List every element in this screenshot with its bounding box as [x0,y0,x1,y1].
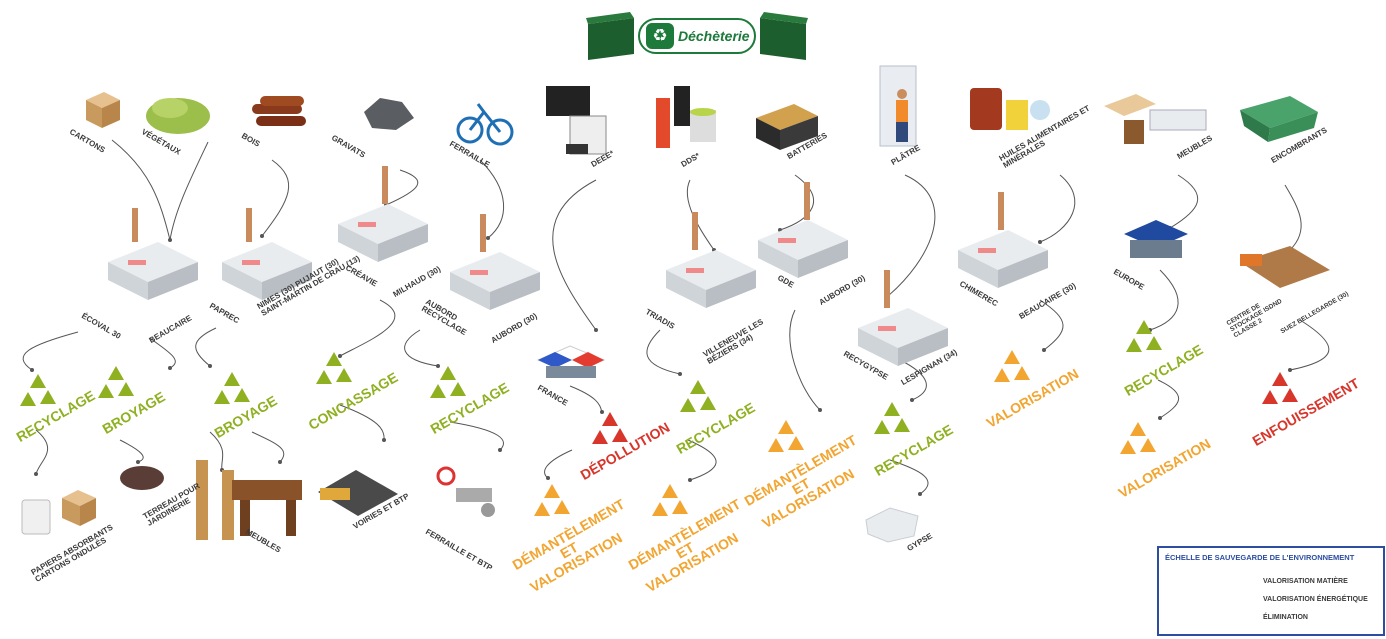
platre-icon [879,65,917,147]
meubles-icon [1104,94,1207,144]
dechetterie-logo-icon: ♻ [646,23,674,49]
huiles-icon [970,88,1050,130]
connector [1289,319,1330,371]
connector [385,169,419,206]
connector [119,439,144,463]
connector [35,429,49,475]
recycle-icon [98,366,134,398]
factory-icon [450,214,540,310]
encombrants-icon [1240,96,1318,142]
recycle-icon [592,412,628,444]
connector [889,459,929,495]
legend-item-matiere: VALORISATION MATIÈRE [1263,578,1348,585]
recycle-icon [214,372,250,404]
container-right-icon [760,12,808,60]
gypse-icon [865,507,919,543]
legend-item-energetique: VALORISATION ÉNERGÉTIQUE [1263,596,1368,603]
voiries-icon [318,470,398,516]
recycle-icon [874,402,910,434]
connector [544,449,573,479]
connector [339,299,396,357]
header-title: Déchèterie [678,28,750,44]
recycle-icon [680,380,716,412]
bois-icon [252,96,306,126]
connector [1039,299,1064,351]
connector [1284,184,1302,251]
connector [449,421,504,451]
ferraille-icon [456,103,514,146]
connector [1157,379,1180,419]
terreau-icon [120,466,164,490]
connector [404,329,439,367]
factory-icon [758,182,848,278]
connector [149,337,176,369]
connector [887,174,936,297]
connector [646,329,681,375]
connector [1149,269,1179,331]
recycle-icon [994,350,1030,382]
recycle-icon [1262,372,1298,404]
legend-item-elimination: ÉLIMINATION [1263,614,1308,621]
factory-icon [338,166,428,262]
connector [552,179,597,331]
cartons-icon [86,92,120,128]
connector [1039,174,1076,243]
factory-icon [958,192,1048,288]
factory-icon [222,208,312,300]
landfill-icon [1240,246,1330,288]
legend: ÉCHELLE DE SAUVEGARDE DE L'ENVIRONNEMENT… [1157,546,1385,636]
papiers-icon [21,490,96,535]
factory-icon [666,212,756,308]
recycle-icon [430,366,466,398]
header-banner: ♻ Déchèterie [584,8,810,66]
meubles-output-icon [196,460,302,540]
recycle-icon [652,484,688,516]
recycle-icon [20,374,56,406]
connector [251,431,285,463]
recycle-icon [534,484,570,516]
connector [479,159,505,239]
connector [899,359,927,401]
recycle-icon [768,420,804,452]
deee-icon [546,86,607,155]
factory-icon [858,270,948,366]
recycle-icon [1126,320,1162,352]
france-pavilion-icon [536,345,606,378]
recycle-icon [316,352,352,384]
connector [195,327,217,367]
europe-pavilion-icon [1124,220,1188,258]
connector [687,439,717,481]
connector [261,159,290,237]
connector [111,139,171,241]
gravats-icon [364,98,414,130]
vegetaux-icon [146,98,210,134]
connector [209,431,224,471]
batteries-icon [756,104,818,150]
dds-icon [656,86,716,148]
connector [22,331,79,371]
recycle-icon [1120,422,1156,454]
connector [789,309,821,411]
container-left-icon [586,12,634,60]
legend-title: ÉCHELLE DE SAUVEGARDE DE L'ENVIRONNEMENT [1165,553,1355,562]
factory-icon [108,208,198,300]
connector [339,404,385,441]
connector [1169,174,1199,229]
connector [169,141,209,241]
ferraille-btp-icon [436,466,495,517]
